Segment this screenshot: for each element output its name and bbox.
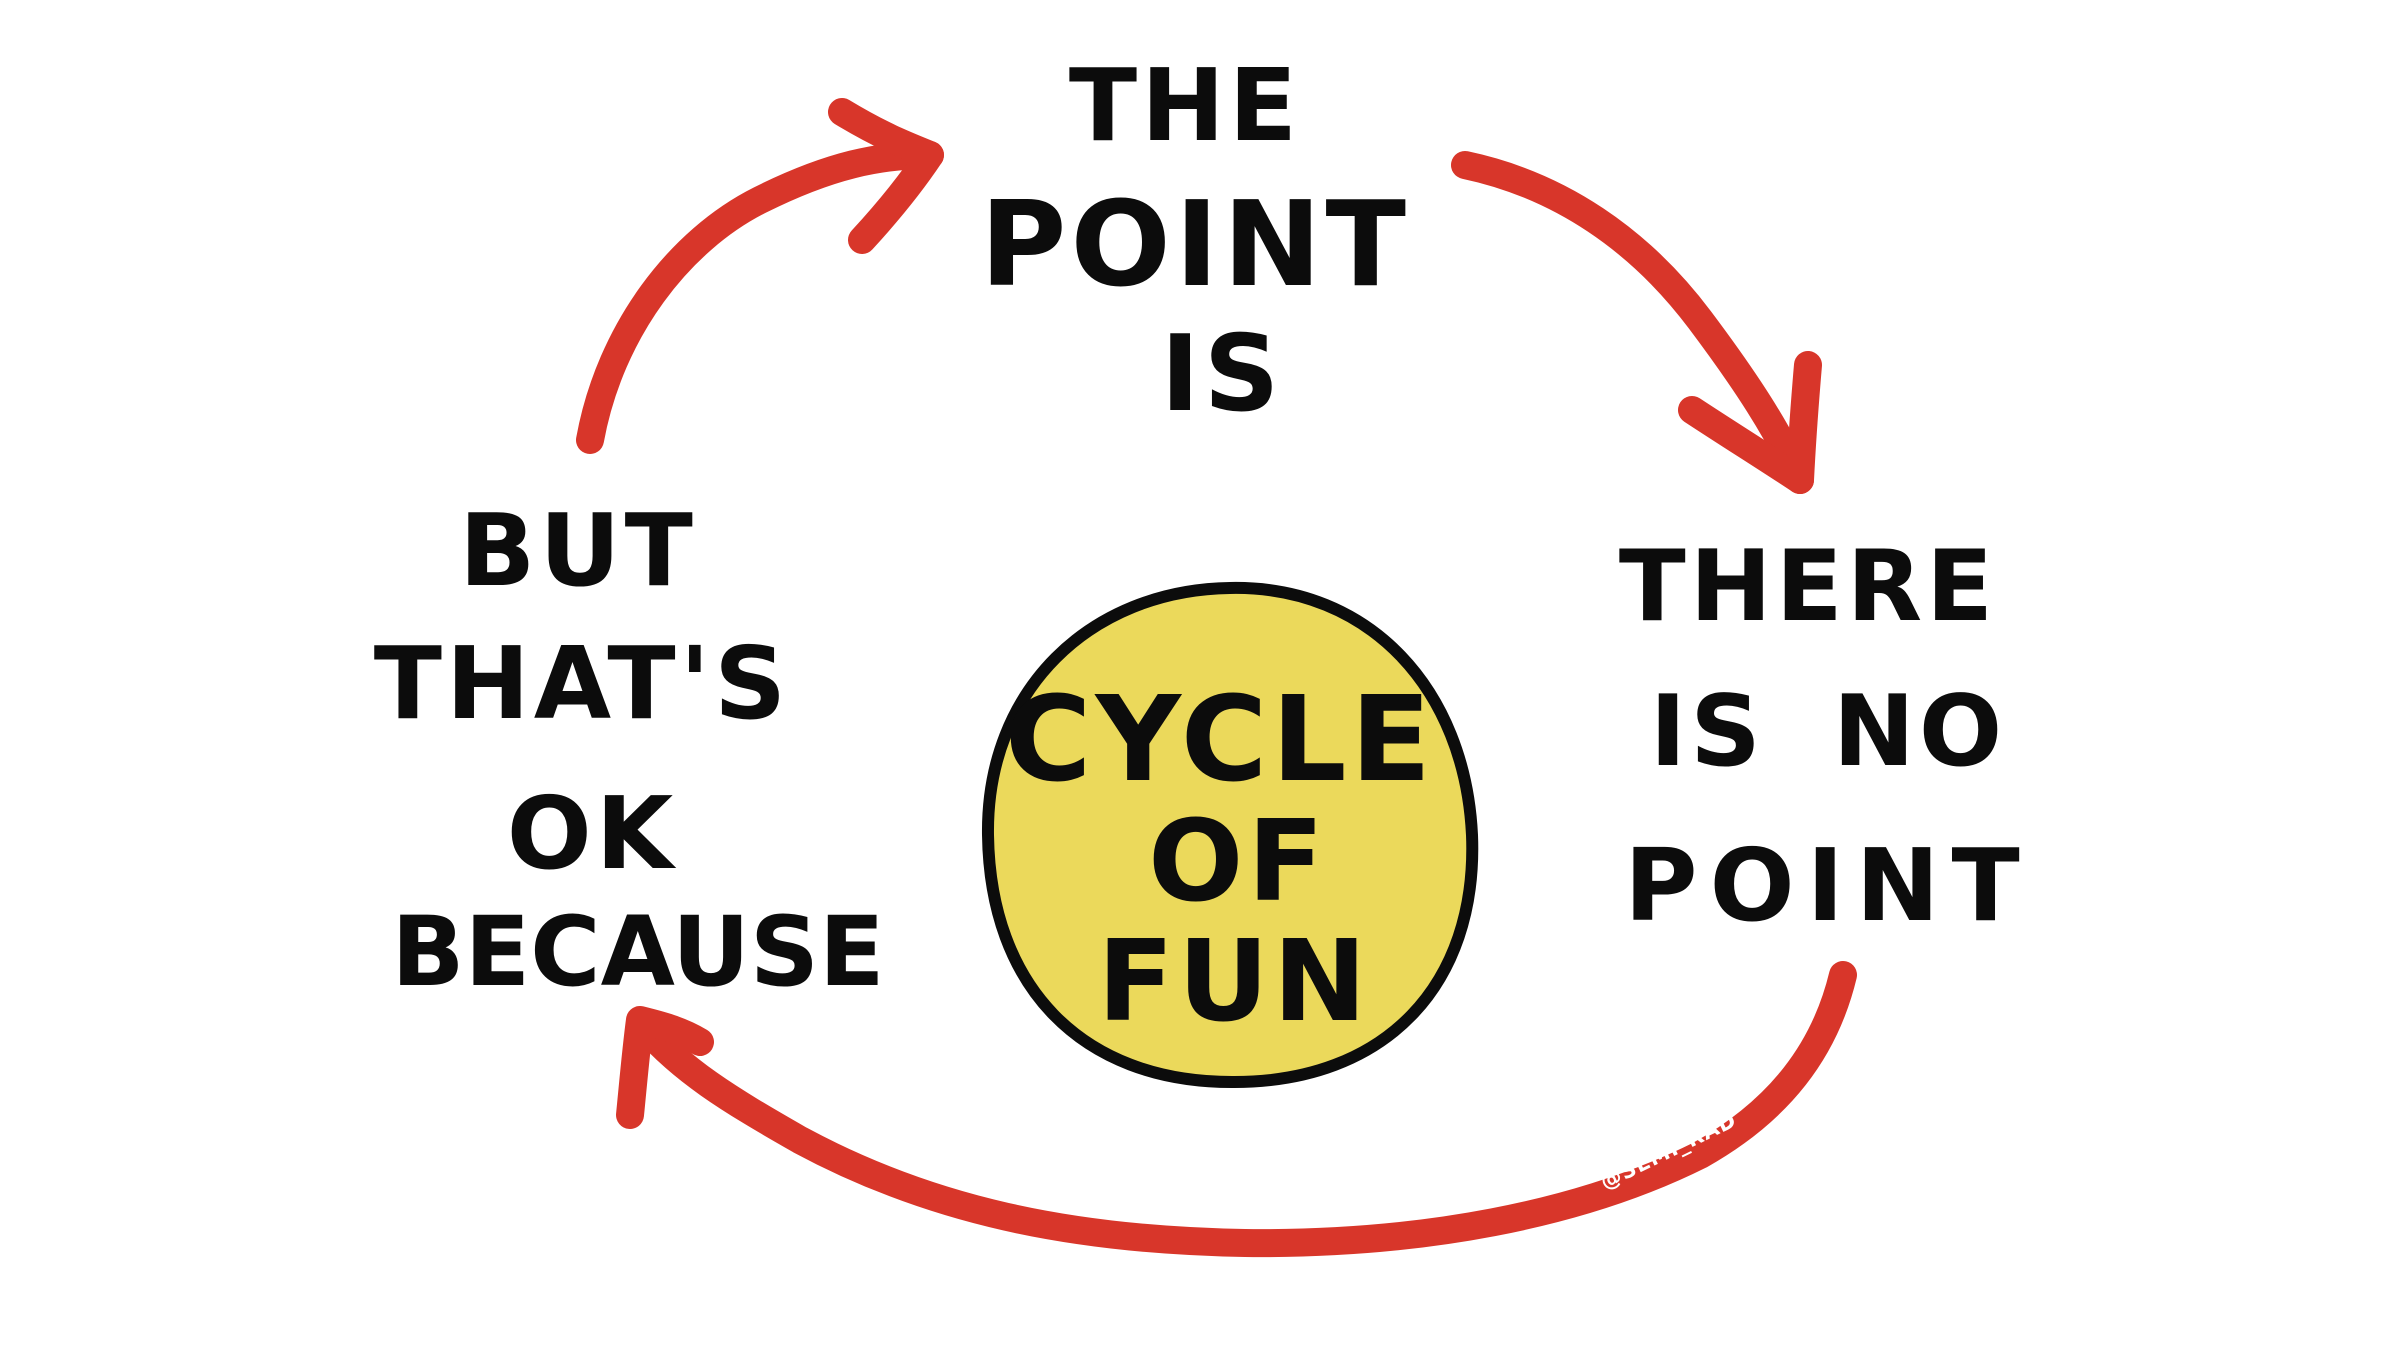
node-top: THE POINT IS: [980, 47, 1410, 435]
arrow-left-to-top: [576, 98, 944, 454]
node-right-line-3: POINT: [1624, 827, 2031, 944]
center-circle: [981, 581, 1479, 1089]
arrowhead-icon: [1678, 351, 1822, 494]
node-left-line-1: BUT: [459, 492, 697, 609]
center-line-cycle: CYCLE: [1005, 670, 1435, 808]
arrow-shaft: [626, 961, 1857, 1258]
arrow-shaft: [576, 141, 944, 454]
arrow-shaft: [1451, 151, 1814, 494]
arrowhead-icon: [828, 98, 944, 254]
arrow-top-to-right: [1451, 151, 1822, 494]
node-right-line-2: IS NO: [1650, 675, 2007, 789]
node-left: BUT THAT'S OK BECAUSE: [374, 492, 885, 1008]
center-badge: CYCLE OF FUN: [981, 581, 1479, 1089]
node-top-line-3: IS: [1161, 313, 1284, 435]
node-top-line-2: POINT: [980, 175, 1410, 313]
node-top-line-1: THE: [1069, 47, 1301, 164]
node-right-line-1: THERE: [1619, 530, 1997, 644]
node-left-line-4: BECAUSE: [391, 896, 884, 1008]
node-left-line-2: THAT'S: [374, 625, 790, 742]
center-line-of: OF: [1148, 797, 1328, 927]
arrow-right-to-left: [616, 961, 1857, 1258]
arrowhead-icon: [616, 1006, 714, 1129]
node-right: THERE IS NO POINT: [1619, 530, 2031, 944]
center-line-fun: FUN: [1097, 917, 1370, 1047]
node-left-line-3: OK: [507, 775, 678, 892]
